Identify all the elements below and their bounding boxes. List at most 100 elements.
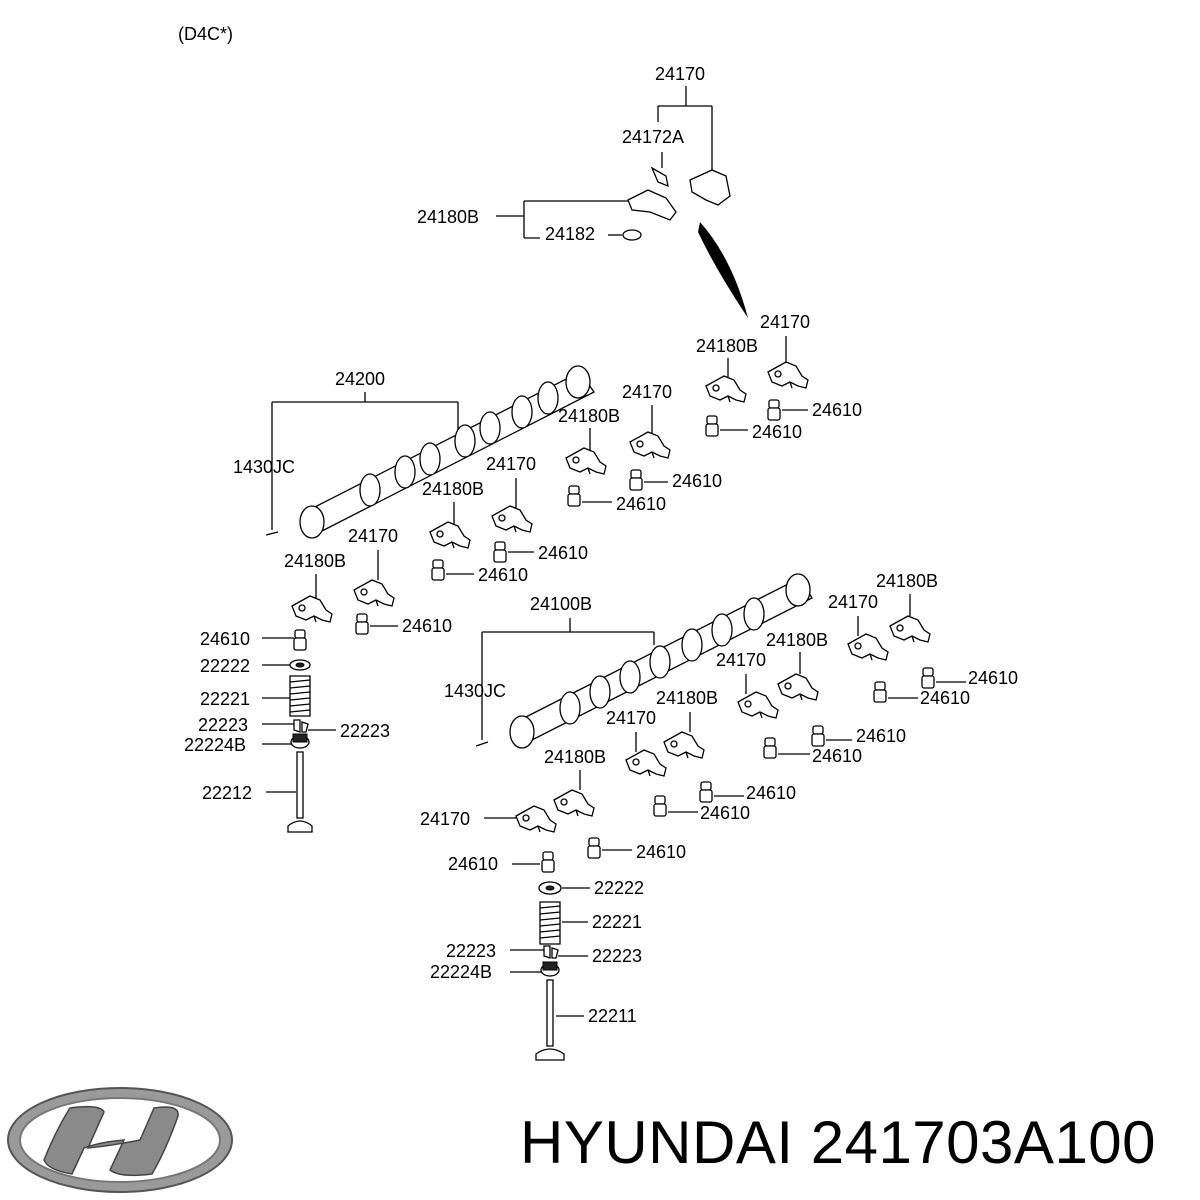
label-1430JC-top: 1430JC xyxy=(233,457,295,477)
label-24180B-l: 24180B xyxy=(284,551,346,571)
label-24610-m2a: 24610 xyxy=(538,543,588,563)
label-22221-l: 22221 xyxy=(200,689,250,709)
pin-top xyxy=(265,531,279,536)
rocker-arm-part xyxy=(705,375,747,403)
lash-adjuster-part xyxy=(653,795,667,817)
rocker-arm-part xyxy=(625,749,667,777)
lash-adjuster-part xyxy=(587,837,601,859)
lash-adjuster-part xyxy=(699,781,713,803)
label-24170-r2: 24170 xyxy=(716,650,766,670)
lash-adjuster-part xyxy=(567,485,581,507)
part-caption: HYUNDAI 241703A100 xyxy=(520,1108,1156,1177)
lash-adjuster-part xyxy=(355,613,369,635)
label-24180B-r1: 24180B xyxy=(876,571,938,591)
label-22223-l2: 22223 xyxy=(340,721,390,741)
rocker-arm-part xyxy=(515,805,557,833)
lash-adjuster-part xyxy=(921,667,935,689)
lash-adjuster-part xyxy=(431,559,445,581)
label-22212: 22212 xyxy=(202,783,252,803)
camshaft-top xyxy=(299,365,595,539)
label-24610-detail-b: 24610 xyxy=(752,422,802,442)
label-24610-m1a: 24610 xyxy=(672,471,722,491)
label-24180B-r4: 24180B xyxy=(544,747,606,767)
label-24610-detail-a: 24610 xyxy=(812,400,862,420)
rocker-arm-part xyxy=(491,505,533,533)
label-1430JC-bottom: 1430JC xyxy=(444,681,506,701)
label-24610-r2b: 24610 xyxy=(812,746,862,766)
rocker-arm-part xyxy=(663,731,705,759)
label-22224B-l: 22224B xyxy=(184,735,246,755)
clip-part xyxy=(650,166,669,188)
label-24170-r3: 24170 xyxy=(606,708,656,728)
label-24180B-detail: 24180B xyxy=(696,336,758,356)
label-24100B: 24100B xyxy=(530,594,592,614)
lash-adjuster-part xyxy=(811,725,825,747)
valve-stack-left xyxy=(287,629,313,833)
label-24172A: 24172A xyxy=(622,127,684,147)
lash-adjuster-part xyxy=(763,737,777,759)
lash-adjuster-part xyxy=(705,415,719,437)
label-24610-r3a: 24610 xyxy=(746,783,796,803)
brand-name: HYUNDAI xyxy=(520,1109,794,1176)
label-24180B-r2: 24180B xyxy=(766,630,828,650)
leader-24100B xyxy=(481,618,655,740)
label-22223-r1: 22223 xyxy=(446,941,496,961)
detail-pointer xyxy=(698,222,748,318)
label-22224B-r: 22224B xyxy=(430,962,492,982)
lash-adjuster-part xyxy=(873,681,887,703)
label-24610-m1b: 24610 xyxy=(616,494,666,514)
hyundai-logo xyxy=(7,1087,233,1193)
label-24180B-m2: 24180B xyxy=(422,479,484,499)
label-24610-m2b: 24610 xyxy=(478,565,528,585)
label-24610-r1b: 24610 xyxy=(920,688,970,708)
label-22223-l1: 22223 xyxy=(198,715,248,735)
label-22211: 22211 xyxy=(588,1006,637,1026)
leader-24200 xyxy=(271,392,459,530)
label-22223-r2: 22223 xyxy=(592,946,642,966)
part-number: 241703A100 xyxy=(810,1109,1157,1176)
rocker-arm-part xyxy=(889,615,931,643)
lash-adjuster-part xyxy=(541,851,555,873)
rocker-arm-part xyxy=(767,361,809,389)
rocker-arm-part xyxy=(629,431,671,459)
label-24610-r2a: 24610 xyxy=(856,726,906,746)
valve-stack-right xyxy=(535,851,565,1061)
label-24180B-r3: 24180B xyxy=(656,688,718,708)
label-24610-r1a: 24610 xyxy=(968,668,1018,688)
rocker-arm-part xyxy=(353,579,395,607)
label-22222-l: 22222 xyxy=(200,656,250,676)
leader-24180B-top xyxy=(496,200,628,239)
pin-bottom xyxy=(475,741,489,747)
rocker-arm-part xyxy=(737,691,779,719)
lash-adjuster-part xyxy=(293,629,307,651)
label-24610-vl: 24610 xyxy=(200,629,250,649)
spring-clip-part xyxy=(622,229,642,241)
label-24610-r4: 24610 xyxy=(636,842,686,862)
rocker-arm-part xyxy=(553,789,595,817)
label-24180B-m1: 24180B xyxy=(558,406,620,426)
rocker-arm-part xyxy=(291,595,333,623)
rocker-arm-part xyxy=(777,673,819,701)
rocker-arm-b-part xyxy=(627,189,677,221)
lash-adjuster-part xyxy=(629,469,643,491)
label-24170-m2: 24170 xyxy=(486,454,536,474)
label-24170-top: 24170 xyxy=(655,64,705,84)
leader-24170-top xyxy=(657,86,713,175)
label-24610-vr: 24610 xyxy=(448,854,498,874)
camshaft-bottom xyxy=(509,573,813,749)
label-22222-r: 22222 xyxy=(594,878,644,898)
label-24180B-top: 24180B xyxy=(417,207,479,227)
rocker-arm-part xyxy=(565,447,607,475)
label-24182: 24182 xyxy=(545,224,595,244)
label-24170-l: 24170 xyxy=(348,526,398,546)
label-24170-m1: 24170 xyxy=(622,382,672,402)
label-24170-r1: 24170 xyxy=(828,592,878,612)
lash-adjuster-part xyxy=(767,399,781,421)
lash-adjuster-part xyxy=(493,541,507,563)
label-24610-r3b: 24610 xyxy=(700,803,750,823)
rocker-arm-part xyxy=(429,521,471,549)
rocker-arm-part xyxy=(847,633,889,661)
rocker-arm-part xyxy=(689,169,731,206)
label-22221-r: 22221 xyxy=(592,912,642,932)
